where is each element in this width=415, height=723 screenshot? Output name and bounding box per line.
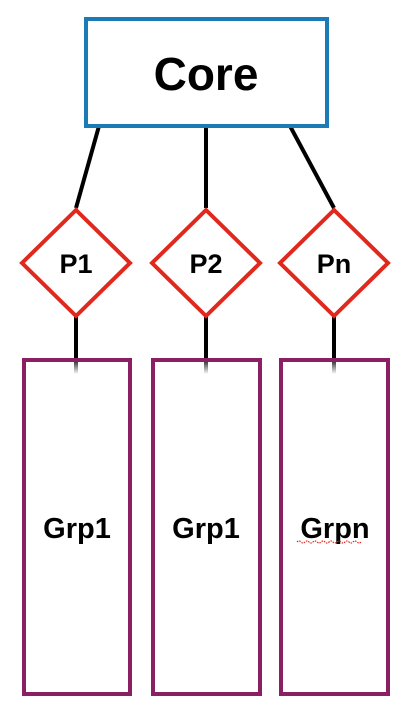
connector-core-pn [288,125,336,209]
partition-diamond [149,207,263,319]
core-node: Core [84,17,329,128]
core-box [84,17,329,128]
group-label: Grp1 [172,513,240,545]
connector-fade-group2 [204,358,208,374]
partition-label: P1 [59,249,92,279]
partition-node-p2: P2 [149,207,263,319]
group-label: Grpn [300,513,369,545]
partition-node-pn: Pn [277,207,391,319]
partition-label: P2 [189,249,222,279]
partition-node-p1: P1 [19,207,133,319]
group-node-2: Grp1 [151,358,262,696]
group-box [151,358,262,696]
core-label: Core [154,48,259,100]
connector-fade-groupn [332,358,336,374]
group-label: Grp1 [43,513,111,545]
connector-fade-group1 [74,358,78,374]
group-box [279,358,390,696]
partition-diamond [19,207,133,319]
spellcheck-underline [296,540,362,544]
group-box [22,358,132,696]
group-node-1: Grp1 [22,358,132,696]
partition-diamond [277,207,391,319]
connector-core-p1 [74,125,101,209]
group-node-n: Grpn [279,358,390,696]
partition-label: Pn [317,249,352,279]
